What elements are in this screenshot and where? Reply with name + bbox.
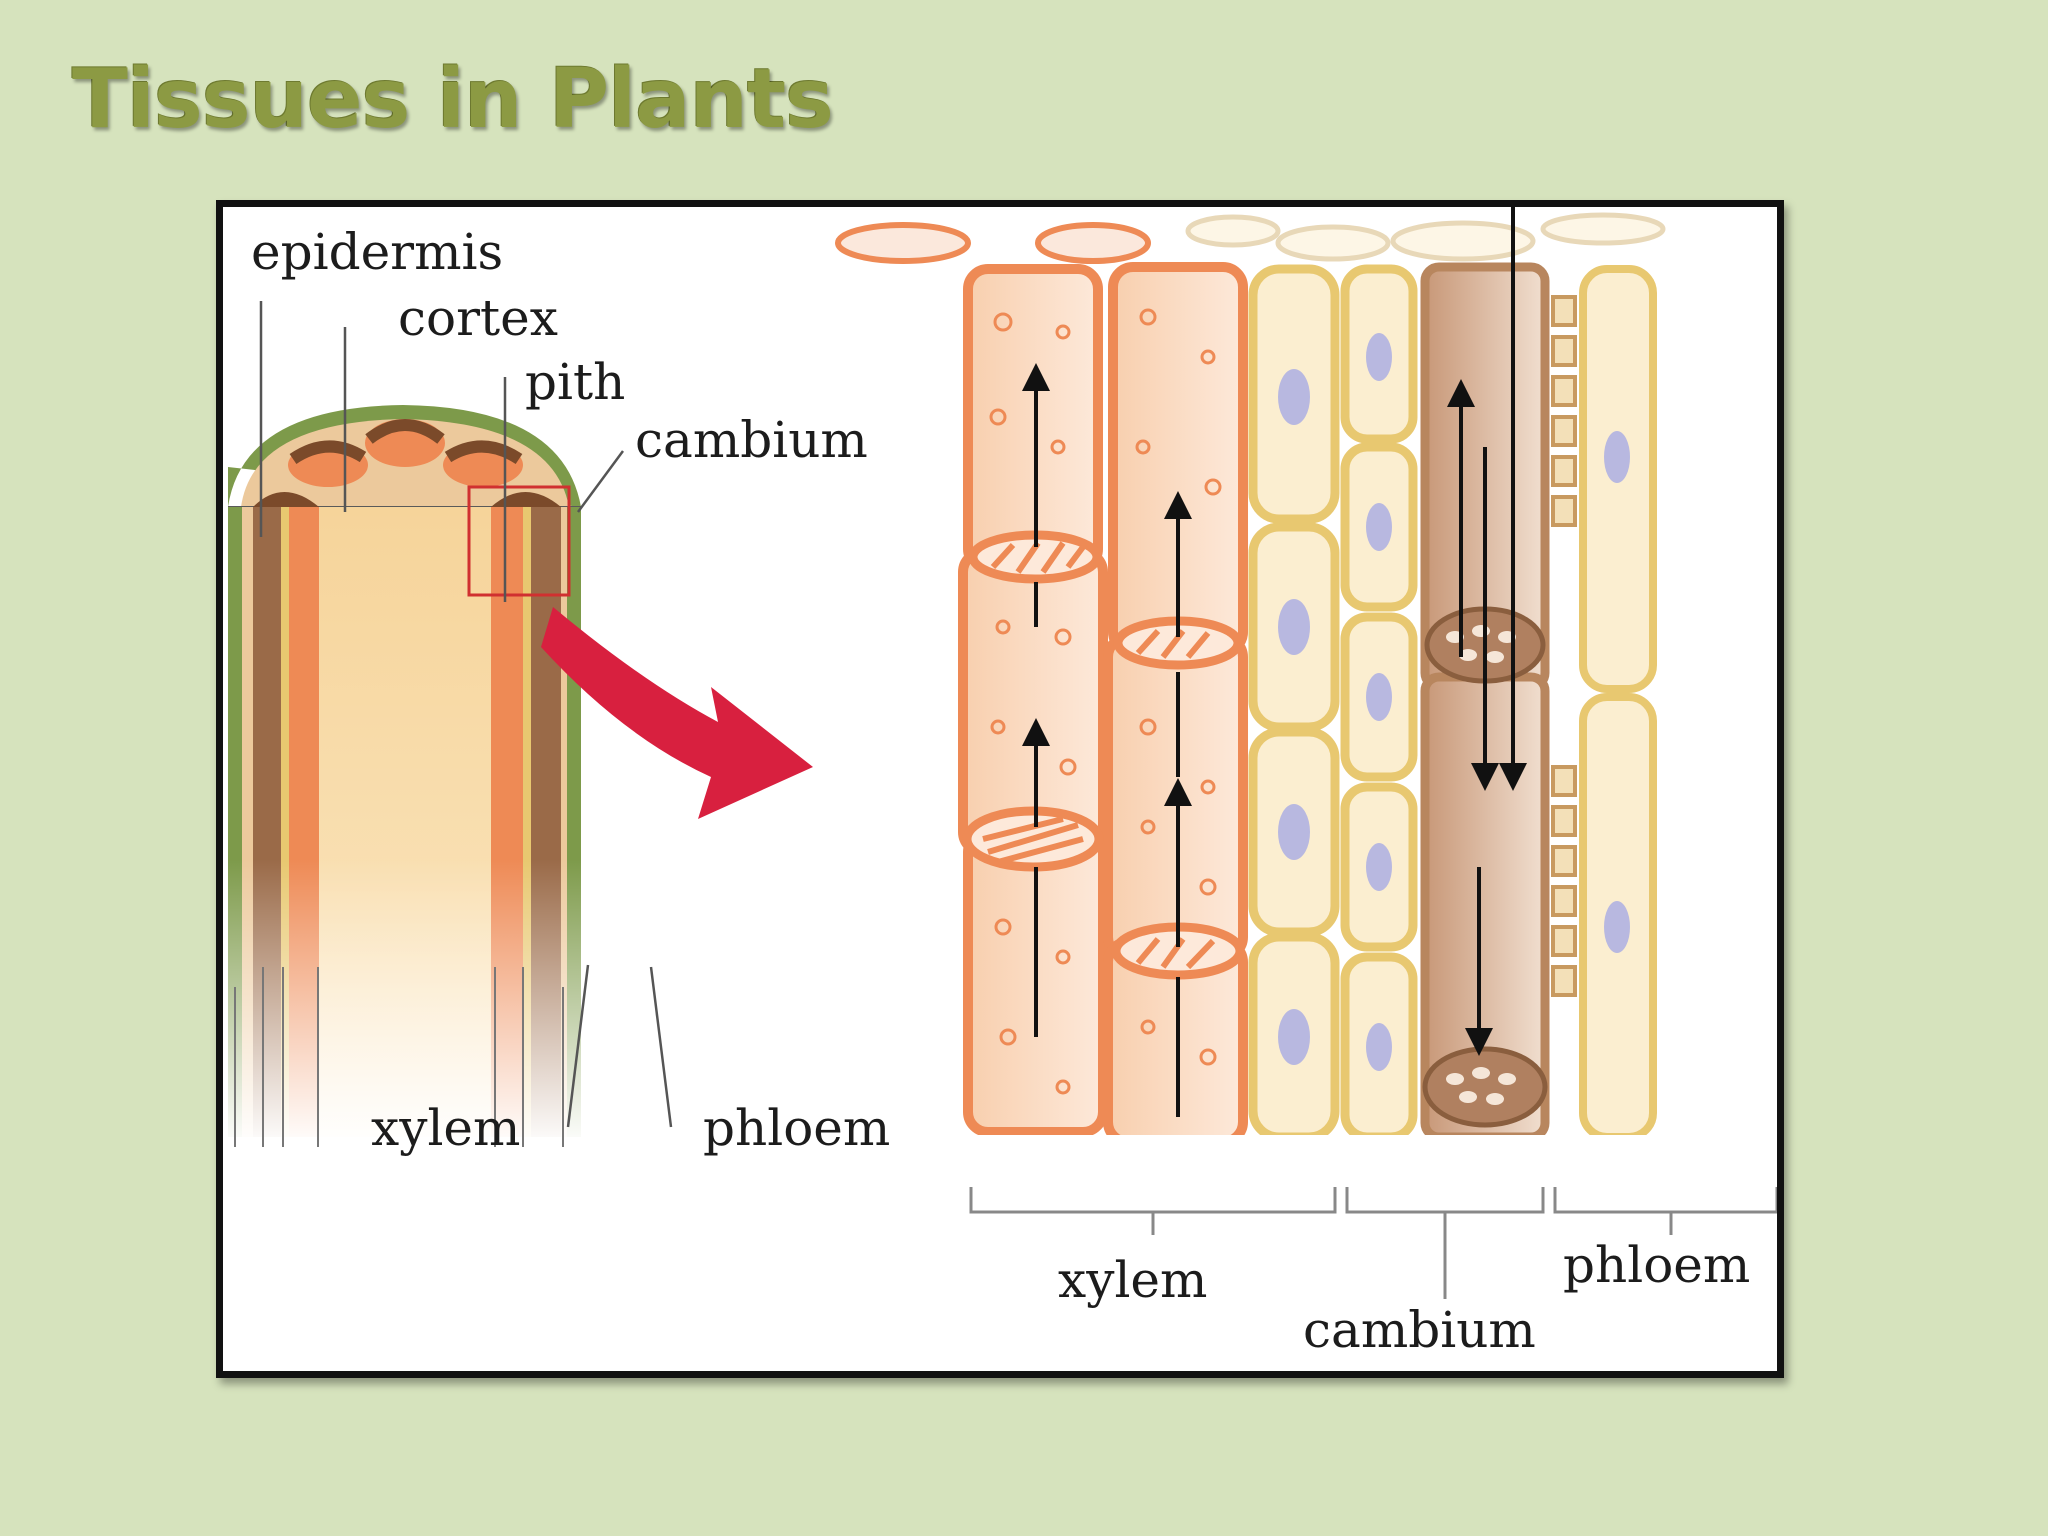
tissue-detail: xylem cambium phloem bbox=[835, 207, 1777, 1371]
detail-label-cambium: cambium bbox=[1303, 1301, 1536, 1359]
label-xylem: xylem bbox=[371, 1099, 520, 1157]
detail-label-xylem: xylem bbox=[1058, 1251, 1207, 1309]
stem-section: epidermis cortex pith cambium xylem phlo… bbox=[223, 223, 890, 1157]
cambium-cells bbox=[1248, 264, 1418, 1142]
figure-frame: epidermis cortex pith cambium xylem phlo… bbox=[216, 200, 1784, 1378]
label-pith: pith bbox=[525, 353, 625, 411]
detail-label-phloem: phloem bbox=[1563, 1236, 1750, 1294]
label-cambium: cambium bbox=[635, 411, 868, 469]
stem-tissue-diagram: epidermis cortex pith cambium xylem phlo… bbox=[223, 207, 1777, 1371]
slide-title: Tissues in Plants bbox=[72, 52, 834, 147]
phloem-sieve-tubes bbox=[1420, 207, 1657, 1142]
label-phloem: phloem bbox=[703, 1099, 890, 1157]
xylem-vessels bbox=[958, 262, 1248, 1147]
vascular-bundles bbox=[288, 419, 523, 487]
zoom-arrow bbox=[541, 607, 813, 819]
label-cortex: cortex bbox=[398, 289, 558, 347]
zoom-box bbox=[467, 485, 571, 597]
label-epidermis: epidermis bbox=[251, 223, 503, 281]
